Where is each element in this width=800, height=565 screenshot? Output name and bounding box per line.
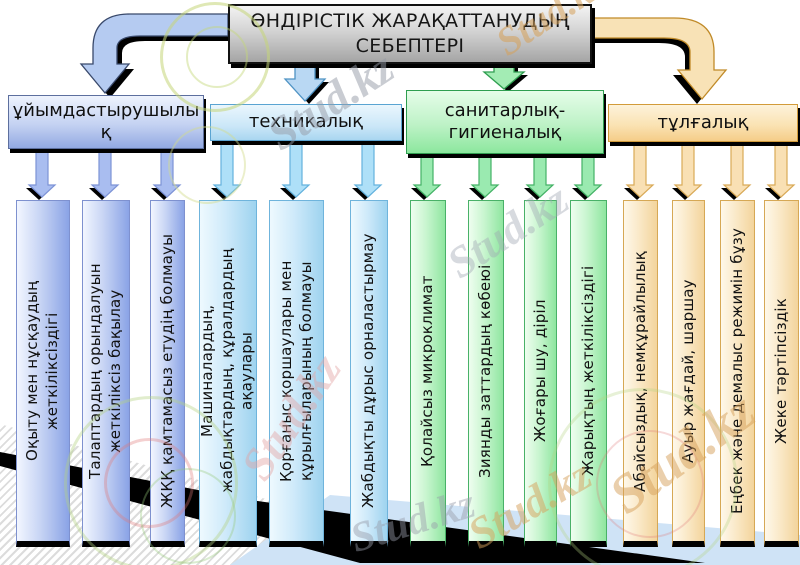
cause-bar-label: Жоғары шу, діріл xyxy=(530,299,549,443)
arrow-box-to-bar xyxy=(720,143,752,200)
arrow-to-technical xyxy=(283,60,327,102)
category-label: техникалық xyxy=(248,111,364,133)
arrow-box-to-bar xyxy=(26,150,57,200)
cause-bar-label: Еңбек және демалыс режимін бұзу xyxy=(727,227,746,515)
arrow-box-to-bar xyxy=(523,155,555,200)
cause-bar: Ауыр жағдай, шаршау xyxy=(672,200,705,547)
cause-bar: Оқыту мен нұсқаудың жеткіліксіздігі xyxy=(16,200,70,547)
cause-bar: Талаптардың орындалуын жеткіліксіз бақыл… xyxy=(82,200,130,547)
cause-bar: Зиянды заттардың көбеюі xyxy=(468,200,504,547)
arrow-to-personal xyxy=(583,17,728,101)
cause-bar: Қолайсыз микроклимат xyxy=(410,200,446,547)
cause-bar: Абайсыздық, немқұрайлылық xyxy=(623,200,658,547)
arrow-box-to-bar xyxy=(89,150,120,200)
cause-bar: Жоғары шу, діріл xyxy=(524,200,557,547)
diagram-title-text: ӨНДІРІСТІК ЖАРАҚАТТАНУДЫҢ СЕБЕПТЕРІ xyxy=(250,10,570,57)
arrow-box-to-bar xyxy=(764,143,796,200)
arrow-box-to-bar xyxy=(279,142,311,200)
cause-bar: Жабдықты дұрыс орналастырмау xyxy=(350,200,388,547)
category-label: тұлғалық xyxy=(657,111,749,133)
arrow-box-to-bar xyxy=(623,143,655,200)
arrow-box-to-bar xyxy=(150,150,182,200)
cause-bar: Жеке тәртіпсіздік xyxy=(764,200,799,547)
arrow-box-to-bar xyxy=(671,143,703,200)
cause-bar-label: Абайсыздық, немқұрайлылық xyxy=(630,250,649,492)
arrow-box-to-bar xyxy=(469,155,500,200)
category-box-personal: тұлғалық xyxy=(608,104,798,142)
cause-bar-label: Қорғаныс қоршаулары мен құрылғыларының б… xyxy=(276,260,315,482)
cause-bar-label: Машиналардың, жабдықтардың, құралдардың … xyxy=(198,248,256,494)
cause-bar-label: Оқыту мен нұсқаудың жеткіліксіздігі xyxy=(23,280,61,462)
cause-bar: Машиналардың, жабдықтардың, құралдардың … xyxy=(198,200,257,547)
cause-bar: Қорғаныс қоршаулары мен құрылғыларының б… xyxy=(269,200,324,547)
cause-bar: ЖҚҚ қамтамасыз етудің болмауы xyxy=(150,200,185,547)
arrow-shadow xyxy=(488,61,528,92)
cause-bar: Еңбек және демалыс режимін бұзу xyxy=(720,200,755,547)
arrow-box-to-bar xyxy=(571,155,603,200)
arrow-to-organizational xyxy=(79,13,229,95)
category-label: ұйымдастырушылық xyxy=(12,99,200,144)
cause-bar-label: Ауыр жағдай, шаршау xyxy=(678,279,697,463)
arrow-box-to-bar xyxy=(411,155,442,200)
cause-bar-label: Жеке тәртіпсіздік xyxy=(771,297,790,445)
arrow-box-to-bar xyxy=(211,142,242,200)
category-box-organizational: ұйымдастырушылық xyxy=(8,95,204,149)
cause-bar-label: Жарықтың жеткіліксіздігі xyxy=(578,265,597,477)
category-box-technical: техникалық xyxy=(210,104,402,141)
cause-bar: Жарықтың жеткіліксіздігі xyxy=(570,200,607,547)
arrow-shadow xyxy=(86,19,233,98)
arrow-shadow xyxy=(289,64,329,104)
cause-bar-label: Жабдықты дұрыс орналастырмау xyxy=(359,233,378,509)
diagram-title: ӨНДІРІСТІК ЖАРАҚАТТАНУДЫҢ СЕБЕПТЕРІ xyxy=(228,4,592,64)
cause-bar-label: ЖҚҚ қамтамасыз етудің болмауы xyxy=(157,233,176,509)
category-label: санитарлық-гигиеналық xyxy=(444,99,566,144)
cause-bar-label: Қолайсыз микроклимат xyxy=(418,275,437,467)
cause-bar-label: Талаптардың орындалуын жеткіліксіз бақыл… xyxy=(86,263,124,479)
arrow-box-to-bar xyxy=(352,142,383,200)
cause-bar-label: Зиянды заттардың көбеюі xyxy=(476,264,495,478)
category-box-sanitary-hygienic: санитарлық-гигиеналық xyxy=(406,90,604,154)
